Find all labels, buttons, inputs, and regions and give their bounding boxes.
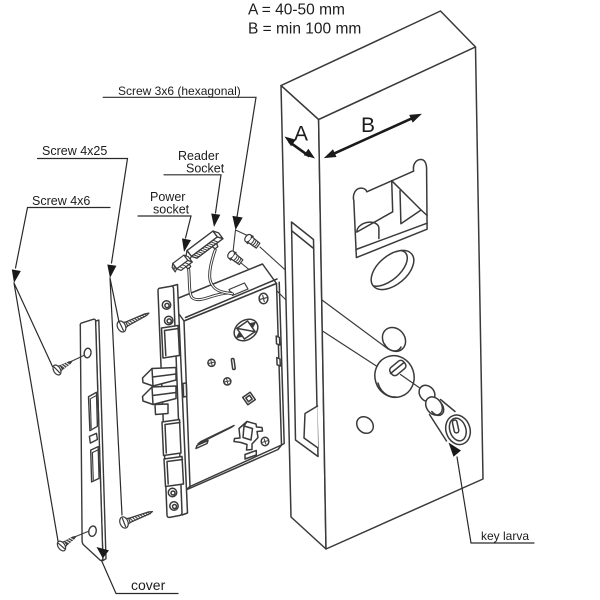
svg-text:Screw 3x6 (hexagonal): Screw 3x6 (hexagonal) — [118, 84, 241, 98]
svg-text:Screw 4x6: Screw 4x6 — [32, 194, 90, 208]
svg-text:Reader: Reader — [178, 149, 219, 163]
svg-text:Power: Power — [150, 190, 185, 204]
svg-text:socket: socket — [153, 203, 190, 217]
svg-text:A = 40-50 mm: A = 40-50 mm — [248, 2, 345, 19]
svg-text:Socket: Socket — [186, 162, 225, 176]
svg-text:key larva: key larva — [481, 529, 529, 543]
svg-text:Screw 4x25: Screw 4x25 — [42, 144, 107, 158]
svg-text:B = min 100 mm: B = min 100 mm — [248, 21, 361, 38]
svg-text:B: B — [361, 114, 375, 137]
svg-text:cover: cover — [131, 577, 166, 593]
svg-text:A: A — [294, 123, 308, 146]
